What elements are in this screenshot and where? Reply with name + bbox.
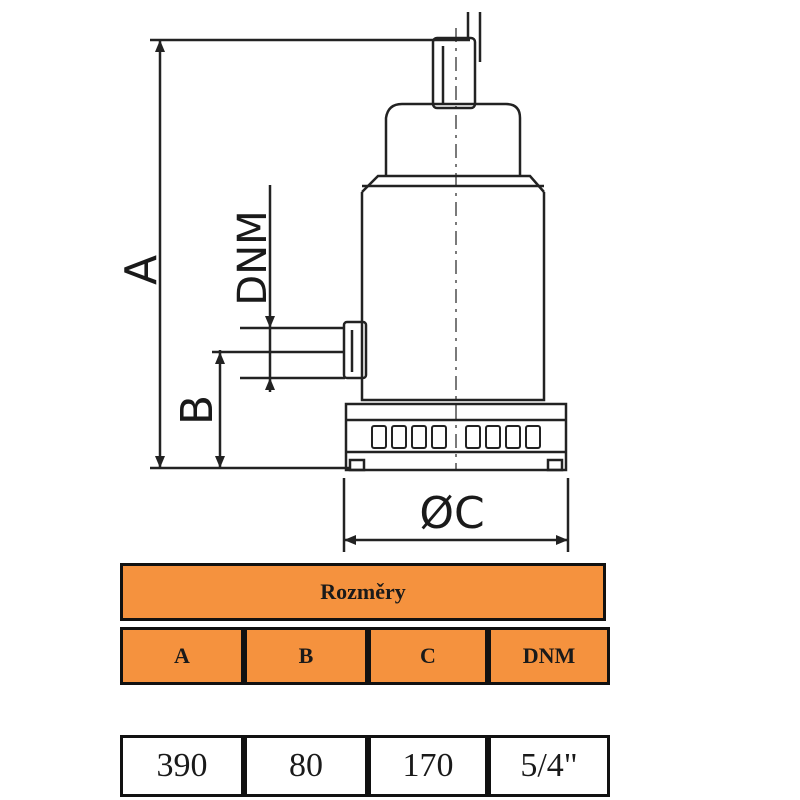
dimension-c-label: ØC — [419, 488, 484, 539]
table-header-dnm: DNM — [488, 627, 610, 685]
table-header-a: A — [120, 627, 244, 685]
dimension-a-label: A — [116, 255, 167, 285]
dimension-b-label: B — [172, 395, 223, 425]
pump-base — [344, 402, 568, 472]
dimension-dnm-label: DNM — [230, 210, 276, 305]
table-value-c: 170 — [368, 735, 488, 797]
strainer-slots — [371, 425, 541, 449]
table-value-dnm: 5/4" — [488, 735, 610, 797]
pump-dimension-drawing: A B DNM ØC — [116, 12, 570, 552]
table-value-a: 390 — [120, 735, 244, 797]
pump-shoulder — [361, 174, 545, 193]
motor-cap — [384, 102, 522, 175]
table-header-b: B — [244, 627, 368, 685]
discharge-outlet — [342, 320, 368, 380]
pump-body — [360, 192, 546, 402]
table-value-b: 80 — [244, 735, 368, 797]
table-header-c: C — [368, 627, 488, 685]
cable-gland — [431, 12, 482, 110]
table-title: Rozměry — [120, 563, 606, 621]
